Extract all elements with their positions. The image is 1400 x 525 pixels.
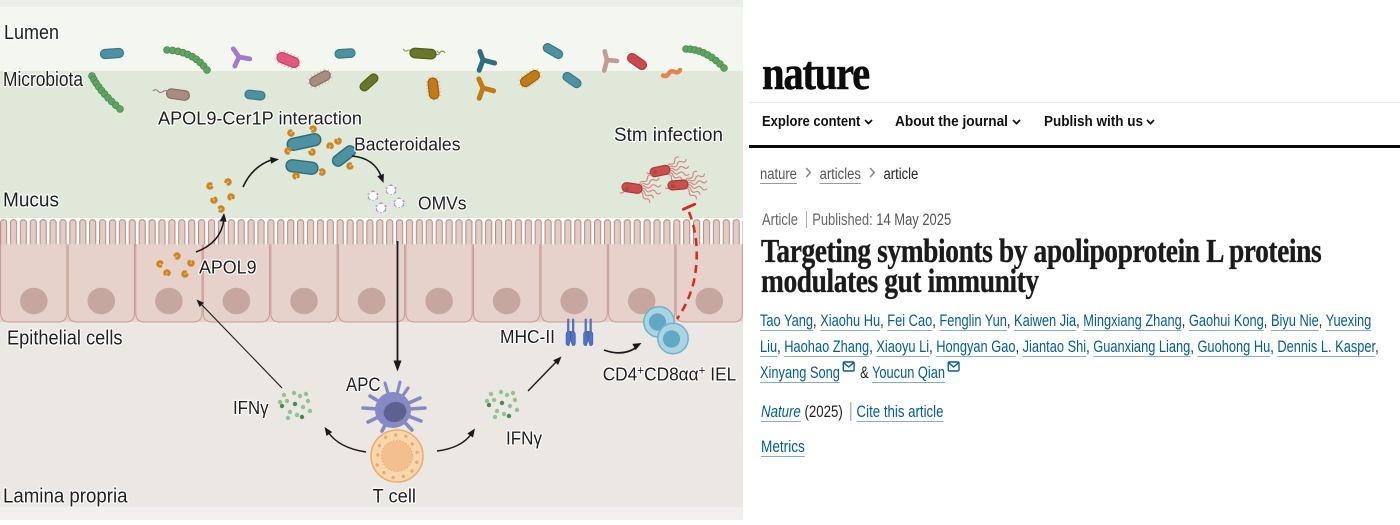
svg-text:Microbiota: Microbiota — [3, 68, 84, 91]
svg-text:Lamina propria: Lamina propria — [3, 485, 128, 508]
svg-text:Mucus: Mucus — [3, 189, 59, 212]
svg-text:MHC-II: MHC-II — [500, 326, 555, 347]
svg-text:Epithelial cells: Epithelial cells — [7, 326, 123, 349]
svg-text:Stm infection: Stm infection — [614, 125, 723, 146]
svg-text:Bacteroidales: Bacteroidales — [354, 133, 461, 154]
svg-text:OMVs: OMVs — [418, 193, 467, 214]
svg-text:APOL9: APOL9 — [199, 257, 257, 278]
svg-text:IFNγ: IFNγ — [506, 428, 543, 449]
svg-text:IFNγ: IFNγ — [233, 397, 269, 418]
svg-text:Lumen: Lumen — [4, 21, 59, 44]
svg-text:APOL9-Cer1P interaction: APOL9-Cer1P interaction — [158, 108, 362, 129]
svg-text:T cell: T cell — [373, 487, 417, 508]
svg-text:APC: APC — [346, 375, 381, 396]
svg-text:CD4+CD8αα+ IEL: CD4+CD8αα+ IEL — [603, 363, 737, 384]
